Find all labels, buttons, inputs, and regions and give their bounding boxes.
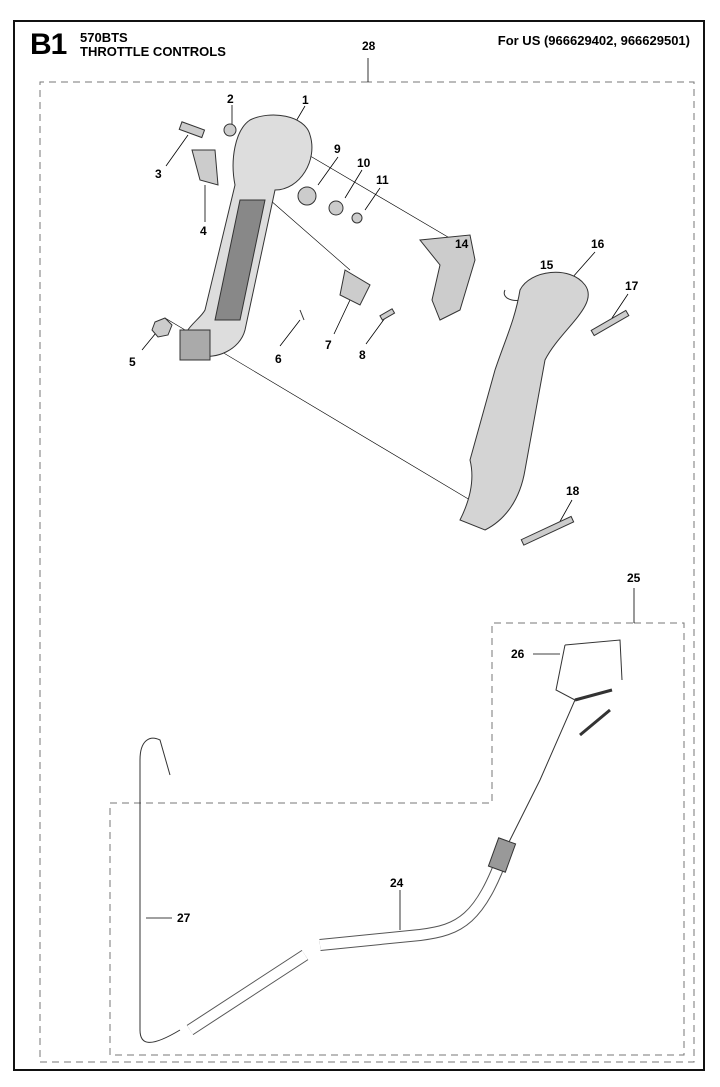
callout-4: 4 <box>200 224 207 238</box>
spring-part <box>223 123 237 137</box>
screw-part <box>379 308 396 321</box>
throttle-cable-part <box>504 639 623 851</box>
handle-half-part <box>179 114 313 361</box>
callout-1: 1 <box>302 93 309 107</box>
callout-16: 16 <box>591 237 605 251</box>
callout-14: 14 <box>455 237 469 251</box>
callout-18: 18 <box>566 484 580 498</box>
callout-25: 25 <box>627 571 641 585</box>
handle-cover-part <box>459 271 589 531</box>
callout-2: 2 <box>227 92 234 106</box>
assembly-25-boundary <box>109 622 685 1056</box>
pin-part <box>178 121 206 139</box>
wire-spring-part <box>299 309 305 321</box>
callout-10: 10 <box>357 156 371 170</box>
callout-17: 17 <box>625 279 639 293</box>
section-code: B1 <box>30 28 67 61</box>
nut-part-2 <box>351 212 363 224</box>
model-name: 570BTS <box>80 30 128 45</box>
throttle-trigger-part <box>419 234 476 321</box>
region-info: For US (966629402, 966629501) <box>497 33 690 48</box>
nut-part <box>151 317 173 338</box>
washer-part-2 <box>328 200 344 216</box>
bolt-part-18 <box>520 515 575 546</box>
washer-part <box>297 186 317 206</box>
callout-6: 6 <box>275 352 282 366</box>
callout-27: 27 <box>177 911 191 925</box>
stop-cable-part <box>139 737 181 1043</box>
latch-part <box>339 269 371 306</box>
lever-part <box>191 149 219 186</box>
callout-15: 15 <box>540 258 554 272</box>
page-frame <box>13 20 705 1071</box>
callout-8: 8 <box>359 348 366 362</box>
callout-5: 5 <box>129 355 136 369</box>
callout-7: 7 <box>325 338 332 352</box>
callout-24: 24 <box>390 876 404 890</box>
page-title: THROTTLE CONTROLS <box>80 44 226 59</box>
callout-3: 3 <box>155 167 162 181</box>
callout-26: 26 <box>511 647 525 661</box>
assembly-28-boundary <box>39 81 695 1063</box>
bolt-part-17 <box>590 309 630 337</box>
callout-9: 9 <box>334 142 341 156</box>
callout-28: 28 <box>362 39 376 53</box>
callout-11: 11 <box>376 173 389 187</box>
